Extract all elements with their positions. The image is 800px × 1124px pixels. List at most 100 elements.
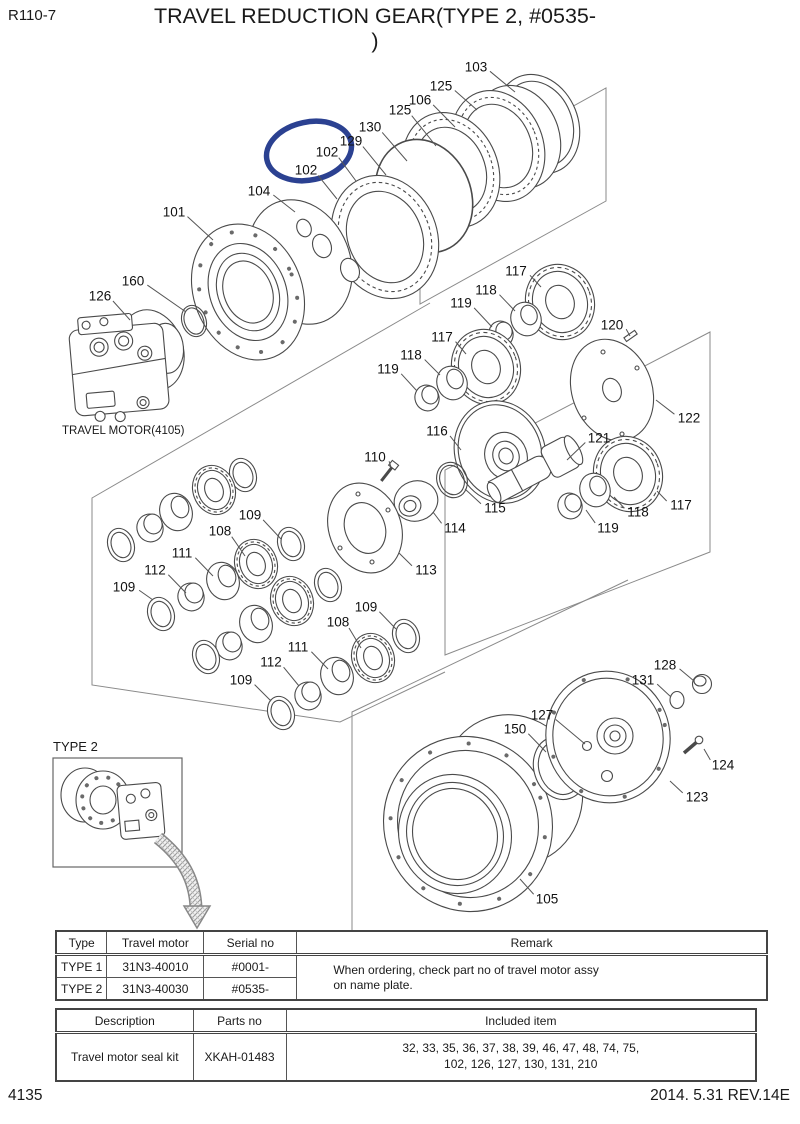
part-label-127: 127 [531, 708, 554, 723]
leader-line-108 [348, 627, 362, 649]
leader-line-103 [489, 70, 516, 93]
cell-serial-2: #0535- [203, 977, 298, 1001]
planet-row-c [191, 567, 343, 675]
leader-line-114 [432, 511, 442, 524]
part-label-129: 129 [340, 134, 363, 149]
included-line-1: 32, 33, 35, 36, 37, 38, 39, 46, 47, 48, … [402, 1041, 640, 1056]
part-label-131: 131 [632, 673, 655, 688]
cell-parts-no: XKAH-01483 [192, 1032, 287, 1081]
part-label-122: 122 [678, 411, 701, 426]
callout-arrow-head [182, 905, 212, 930]
leader-line-124 [703, 748, 711, 761]
leader-line-111 [194, 557, 214, 577]
part-label-104: 104 [248, 184, 271, 199]
leader-line-109 [379, 611, 397, 630]
part-label-119: 119 [597, 521, 619, 536]
part-label-121: 121 [588, 431, 611, 446]
leader-line-104 [273, 194, 296, 213]
leader-line-109 [262, 519, 282, 540]
plate-122 [569, 338, 655, 442]
leader-line-128 [679, 668, 695, 682]
leader-line-122 [655, 399, 675, 415]
leader-line-126 [112, 300, 131, 321]
included-line-2: 102, 126, 127, 130, 131, 210 [444, 1056, 598, 1071]
splined-hub-114 [393, 480, 439, 522]
leader-line-109 [254, 684, 272, 702]
needle-bearing-118-b [436, 365, 468, 401]
part-label-119: 119 [377, 362, 399, 377]
part-labels: 1031251061251301291021021041011601261171… [89, 60, 735, 907]
snap-ring-115 [436, 461, 468, 499]
part-label-150: 150 [504, 722, 527, 737]
leader-line-113 [398, 552, 413, 567]
leader-line-125 [454, 90, 478, 111]
leader-line-119 [585, 509, 596, 524]
leader-line-119 [473, 307, 493, 328]
part-label-160: 160 [122, 274, 145, 289]
highlight-ellipse-102 [263, 118, 355, 184]
gear-117-a [524, 263, 596, 341]
carrier-plate-113 [327, 482, 403, 574]
leader-line-117 [529, 274, 542, 288]
travel-motor-drawing [68, 312, 185, 423]
leader-line-108 [231, 536, 246, 557]
leader-line-131 [656, 683, 672, 698]
part-label-116: 116 [426, 424, 448, 439]
part-label-105: 105 [536, 892, 559, 907]
part-label-109: 109 [113, 580, 136, 595]
snap-ring-160 [180, 304, 208, 338]
cell-serial-1: #0001- [203, 954, 298, 978]
type-serial-table: Type Travel motor Serial no Remark TYPE … [55, 930, 768, 1001]
part-label-117: 117 [505, 264, 527, 279]
part-label-126: 126 [89, 289, 112, 304]
cell-motor-2: 31N3-40030 [106, 977, 205, 1001]
needle-bearing-118-a [510, 301, 542, 337]
leader-line-105 [519, 878, 535, 895]
part-label-124: 124 [712, 758, 735, 773]
travel-motor-caption: TRAVEL MOTOR(4105) [62, 425, 185, 437]
leader-line-109 [138, 589, 154, 601]
planet-row-a [106, 457, 258, 563]
table-row: Travel motor seal kit XKAH-01483 32, 33,… [55, 1032, 757, 1081]
part-label-130: 130 [359, 120, 382, 135]
seal-kit-table: Description Parts no Included item Trave… [55, 1008, 757, 1082]
gear-117-b [450, 328, 522, 406]
leader-line-123 [669, 780, 684, 794]
col-header-type: Type [55, 930, 108, 956]
page-title: TRAVEL REDUCTION GEAR(TYPE 2, #0535- ) [153, 4, 597, 53]
type2-box [52, 757, 212, 930]
part-label-112: 112 [260, 655, 282, 670]
leader-line-116 [449, 435, 462, 451]
part-label-128: 128 [654, 658, 677, 673]
leader-line-150 [527, 733, 547, 753]
col-header-parts-no: Parts no [192, 1008, 287, 1034]
part-label-118: 118 [400, 348, 422, 363]
page-number: 4135 [8, 1087, 43, 1104]
part-label-125: 125 [389, 103, 412, 118]
part-label-111: 111 [288, 640, 309, 655]
cell-description: Travel motor seal kit [55, 1032, 194, 1081]
part-label-118: 118 [627, 505, 649, 520]
cell-type-1: TYPE 1 [55, 954, 108, 978]
leader-line-129 [362, 146, 387, 176]
leader-line-112 [283, 666, 300, 687]
leader-line-112 [167, 574, 187, 594]
leader-line-130 [381, 132, 408, 162]
leader-line-102 [338, 157, 357, 182]
remark-line-1: When ordering, check part no of travel m… [333, 962, 599, 977]
bolt-110 [380, 459, 400, 482]
part-label-115: 115 [484, 501, 506, 516]
plug-128 [691, 673, 713, 695]
pin-120 [623, 329, 638, 343]
needle-bearing-118-c [579, 472, 611, 508]
part-label-103: 103 [465, 60, 488, 75]
leader-line-119 [400, 373, 418, 392]
o-ring-131 [669, 690, 685, 710]
col-header-included-item: Included item [285, 1008, 757, 1034]
table-row: TYPE 1 31N3-40010 #0001- When ordering, … [55, 954, 768, 1001]
leader-line-115 [464, 488, 482, 505]
leader-line-127 [555, 719, 586, 745]
leader-line-117 [656, 490, 668, 502]
col-header-travel-motor: Travel motor [106, 930, 205, 956]
part-label-120: 120 [601, 318, 624, 333]
